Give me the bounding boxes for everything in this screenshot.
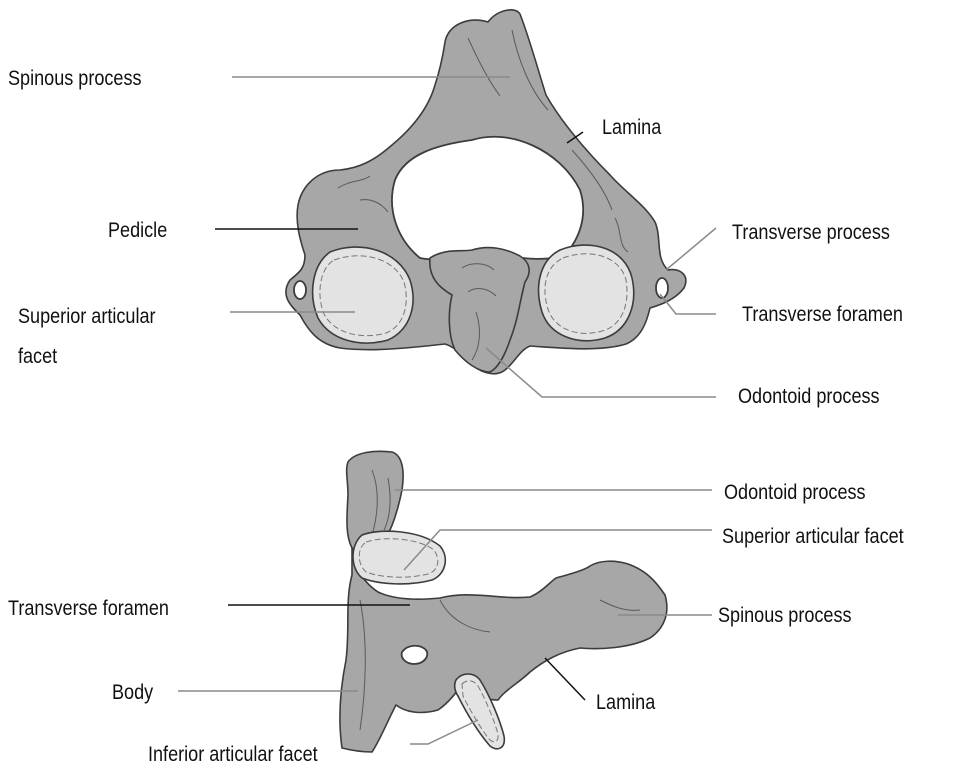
top-view-vertebra — [286, 10, 686, 374]
top-left-transverse-foramen — [294, 281, 306, 299]
label-side-body: Body — [112, 680, 153, 706]
leader-top-transverse-process — [666, 228, 716, 270]
top-right-transverse-foramen — [656, 278, 668, 298]
label-top-transverse-process: Transverse process — [732, 220, 890, 246]
leader-side-inferior-articular-facet — [410, 720, 478, 744]
side-transverse-foramen — [402, 646, 428, 664]
label-side-odontoid-process: Odontoid process — [724, 480, 866, 506]
label-top-pedicle: Pedicle — [108, 218, 167, 244]
top-left-facet — [313, 247, 413, 343]
label-side-transverse-foramen: Transverse foramen — [8, 596, 169, 622]
label-top-superior-articular-facet-line1: Superior articular — [18, 304, 156, 330]
label-top-odontoid-process: Odontoid process — [738, 384, 880, 410]
label-top-superior-articular-facet-line2: facet — [18, 344, 57, 370]
label-side-spinous-process: Spinous process — [718, 603, 852, 629]
label-top-spinous-process: Spinous process — [8, 66, 142, 92]
leader-side-lamina — [545, 658, 585, 700]
label-top-lamina: Lamina — [602, 115, 661, 141]
leader-side-superior-articular-facet — [404, 530, 712, 570]
label-side-superior-articular-facet: Superior articular facet — [722, 524, 904, 550]
leader-top-odontoid-process — [486, 348, 716, 397]
label-top-transverse-foramen: Transverse foramen — [742, 302, 903, 328]
label-side-lamina: Lamina — [596, 690, 655, 716]
label-side-inferior-articular-facet: Inferior articular facet — [148, 742, 318, 768]
top-right-facet — [539, 245, 634, 341]
